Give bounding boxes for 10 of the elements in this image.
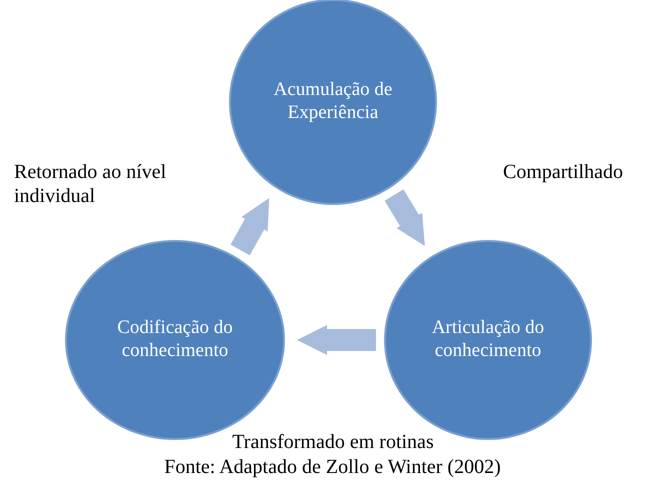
note-text: Retornado ao nível individual bbox=[14, 160, 168, 208]
circle-label: Articulação do conhecimento bbox=[430, 317, 546, 363]
note-text: Transformado em rotinas bbox=[231, 430, 435, 454]
circle-label: Codificação do conhecimento bbox=[116, 317, 234, 363]
block-arrow bbox=[384, 189, 425, 246]
block-arrow bbox=[230, 198, 270, 256]
note-text: Compartilhado bbox=[503, 160, 624, 184]
circle-label: Acumulação de Experiência bbox=[272, 79, 394, 125]
block-arrow bbox=[297, 325, 376, 355]
caption: Fonte: Adaptado de Zollo e Winter (2002) bbox=[163, 455, 502, 479]
